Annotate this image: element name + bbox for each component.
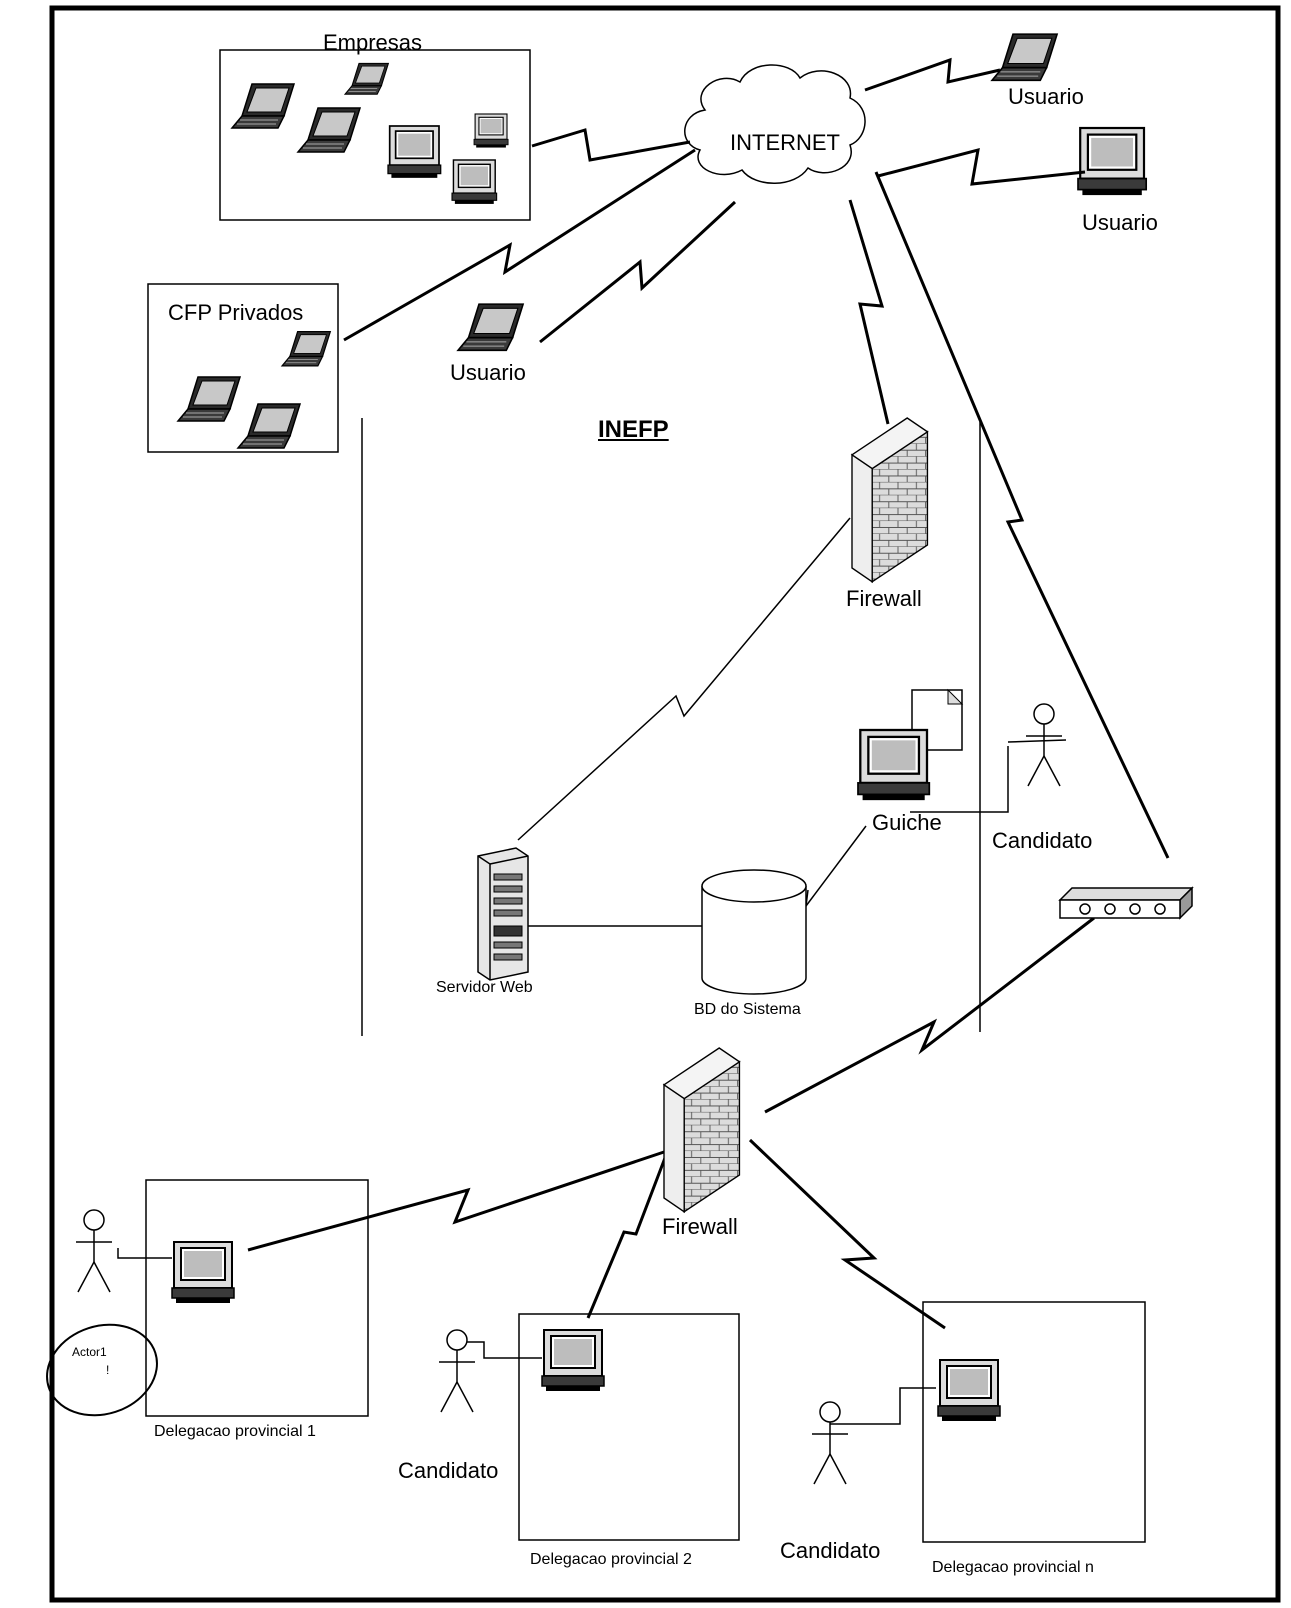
actor1-highlight [35,1311,169,1429]
desktop-computer-icon [474,114,508,148]
laptop-icon [298,108,360,152]
laptop-icon [178,377,240,421]
actor-icon [812,1402,848,1484]
desktop-computer-icon [858,730,929,800]
firewall-top-label: Firewall [846,588,922,610]
inefp-title: INEFP [598,418,669,442]
desktop-computer-icon [1078,128,1146,195]
firewall-bottom-label: Firewall [662,1216,738,1238]
firewall-icon [852,418,927,582]
usuario-mid-label: Usuario [450,362,526,384]
diagram-frame [52,8,1278,1600]
laptop-icon [992,34,1057,80]
desktop-computer-icon [938,1360,1000,1421]
laptop-icon [232,84,294,128]
desktop-computer-icon [388,126,441,178]
usuario-right-label: Usuario [1082,212,1158,234]
delegacao-2-label: Delegacao provincial 2 [530,1552,692,1568]
router-icon [1060,888,1192,918]
delegacao-n-label: Delegacao provincial n [932,1560,1094,1576]
laptop-icon [282,332,330,366]
actor1-mark: ! [106,1364,109,1376]
firewall-icon [664,1048,739,1212]
database-icon [702,870,806,994]
candidato-2-label: Candidato [398,1460,498,1482]
candidato-n-label: Candidato [780,1540,880,1562]
usuario-top-label: Usuario [1008,86,1084,108]
server-icon [478,848,528,980]
actor-icon [1026,704,1062,786]
laptop-icon [458,304,523,350]
bd-sistema-label: BD do Sistema [694,1002,801,1018]
desktop-computer-icon [542,1330,604,1391]
laptop-icon [345,63,388,94]
cloud-icon [685,65,865,183]
candidato-guiche-label: Candidato [992,830,1092,852]
internet-label: INTERNET [730,132,840,154]
actor1-label: Actor1 [72,1346,107,1358]
laptop-icon [238,404,300,448]
servidor-web-label: Servidor Web [436,980,533,996]
cfp-privados-label: CFP Privados [168,302,303,324]
guiche-label: Guiche [872,812,942,834]
desktop-computer-icon [172,1242,234,1303]
desktop-computer-icon [452,160,497,204]
delegacao-n-box [923,1302,1145,1542]
actor-icon [76,1210,112,1292]
delegacao-1-label: Delegacao provincial 1 [154,1424,316,1440]
empresas-label: Empresas [323,32,422,54]
